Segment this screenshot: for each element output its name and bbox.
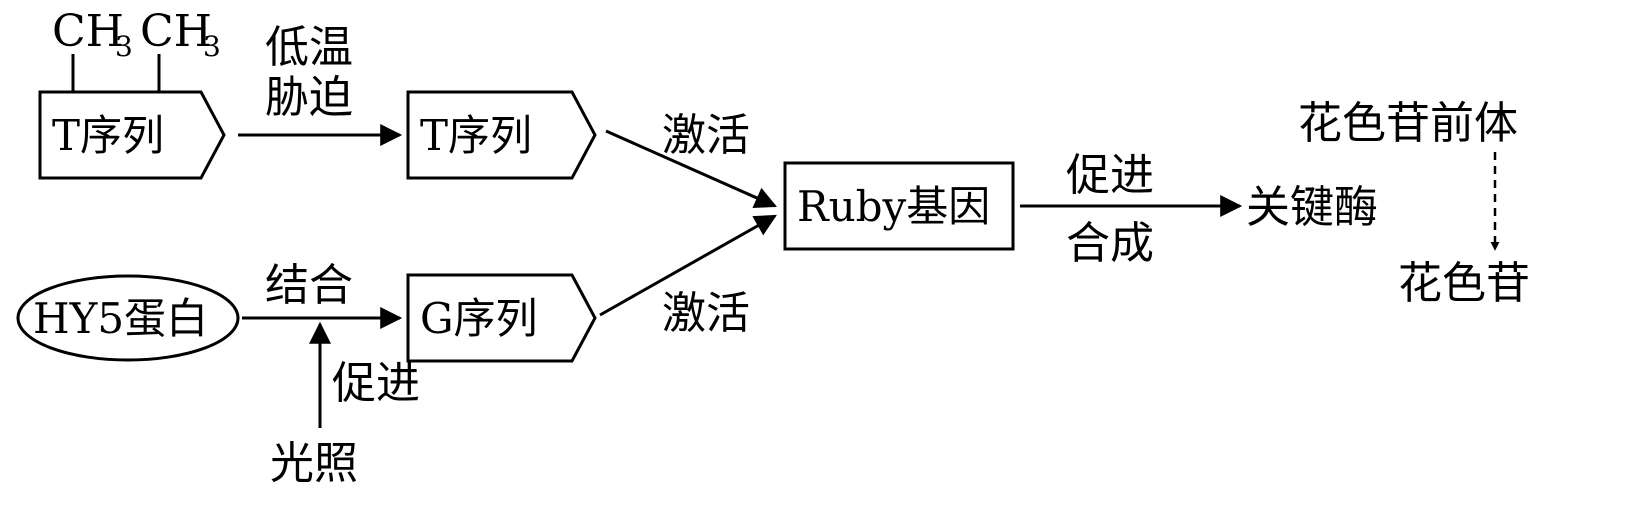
g-sequence-node: G序列 <box>406 273 597 363</box>
t-sequence-shape <box>406 90 597 180</box>
hy5-protein-shape <box>16 274 240 362</box>
promote-synthesis-label-line1: 促进 <box>1066 150 1154 201</box>
hy5-protein-label: HY5蛋白 <box>33 294 208 343</box>
bind-label: 结合 <box>265 260 353 311</box>
methyl-ch-label: CH <box>140 6 212 57</box>
hy5-protein-node: HY5蛋白 <box>16 274 240 362</box>
cold-stress-label-line1: 低温 <box>265 22 353 73</box>
activate-arrow-bottom <box>599 214 777 317</box>
light-promote-label: 促进 <box>332 358 420 409</box>
methyl-ch-label: CH <box>52 6 124 57</box>
methyl-subscript: 3 <box>203 30 221 63</box>
anthocyanin-label: 花色苷 <box>1398 258 1530 309</box>
cold-stress-label-line2: 胁迫 <box>265 72 353 123</box>
t-sequence-label: T序列 <box>420 111 532 160</box>
methyl-group-2: CH 3 <box>140 6 221 63</box>
ruby-gene-label: Ruby基因 <box>797 182 990 231</box>
key-enzyme-label: 关键酶 <box>1246 182 1378 233</box>
g-sequence-shape <box>406 273 597 363</box>
t-sequence-methylated-label: T序列 <box>52 111 164 160</box>
g-sequence-label: G序列 <box>420 294 538 343</box>
t-sequence-methylated-shape <box>38 90 226 180</box>
methyl-group-1: CH 3 <box>52 6 133 63</box>
activate-arrow-top <box>605 129 778 209</box>
ruby-gene-node: Ruby基因 <box>783 161 1015 251</box>
ruby-gene-shape <box>783 161 1015 251</box>
anthocyanin-precursor-label: 花色苷前体 <box>1298 98 1518 149</box>
t-sequence-methylated-node: T序列 <box>38 90 226 180</box>
methyl-subscript: 3 <box>115 30 133 63</box>
t-sequence-node: T序列 <box>406 90 597 180</box>
light-label: 光照 <box>270 438 358 489</box>
activate-label-top: 激活 <box>662 110 750 161</box>
activate-label-bottom: 激活 <box>662 288 750 339</box>
promote-synthesis-label-line2: 合成 <box>1066 218 1154 269</box>
